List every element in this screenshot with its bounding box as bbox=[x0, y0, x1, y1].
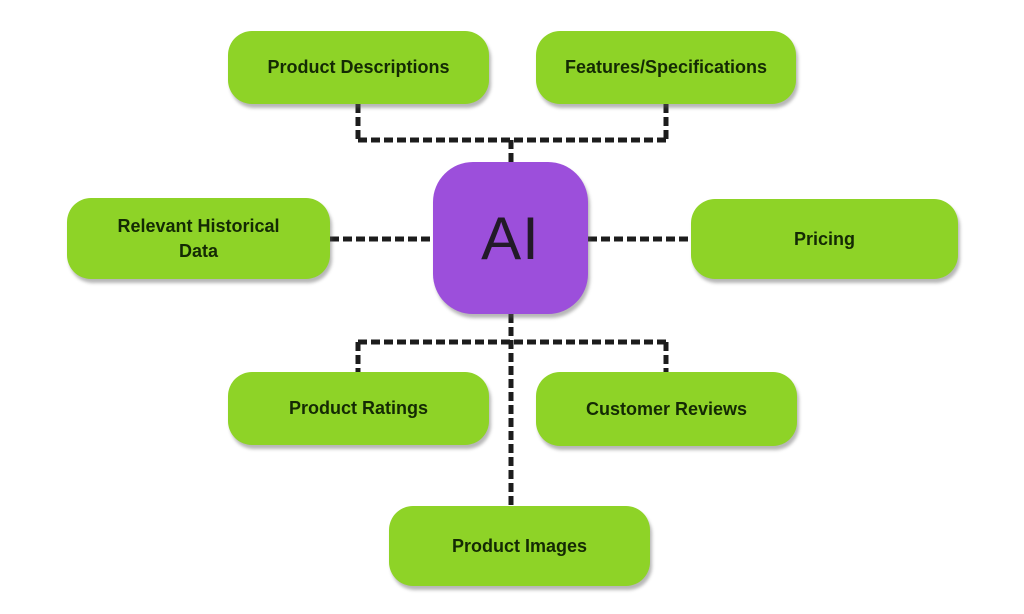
node-customer-reviews: Customer Reviews bbox=[536, 372, 797, 446]
node-relevant-historical-data: Relevant Historical Data bbox=[67, 198, 330, 279]
node-label-customer-reviews: Customer Reviews bbox=[585, 398, 748, 419]
node-label-features-specifications: Features/Specifications bbox=[564, 57, 768, 78]
node-product-ratings: Product Ratings bbox=[228, 372, 489, 445]
node-product-descriptions: Product Descriptions bbox=[228, 31, 489, 104]
node-ai-center: AI bbox=[433, 162, 588, 314]
node-label-pricing: Pricing bbox=[793, 228, 855, 249]
node-label-product-images: Product Images bbox=[451, 535, 588, 556]
node-features-specifications: Features/Specifications bbox=[536, 31, 796, 104]
node-label-product-ratings: Product Ratings bbox=[288, 398, 428, 419]
node-product-images: Product Images bbox=[389, 506, 650, 586]
node-label-product-descriptions: Product Descriptions bbox=[267, 57, 450, 78]
node-label-relevant-historical-data: Relevant Historical Data bbox=[117, 216, 280, 261]
node-pricing: Pricing bbox=[691, 199, 958, 279]
ai-label: AI bbox=[481, 204, 540, 272]
